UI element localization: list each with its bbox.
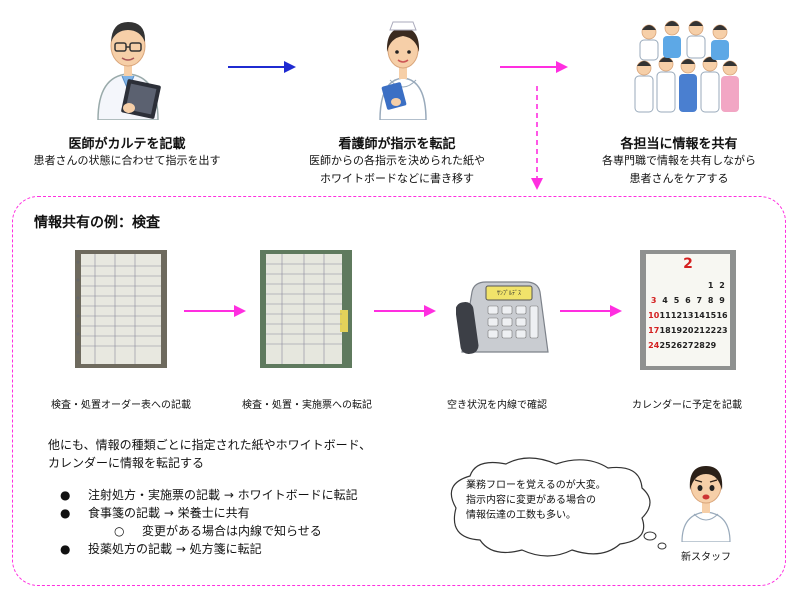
calendar-day: 10 <box>648 311 660 320</box>
caption-phone: 空き状況を内線で確認 <box>447 400 547 411</box>
calendar-day: 19 <box>670 326 683 335</box>
list-item-text: 注射処方・実施票の記載 → ホワイトボードに転記 <box>88 488 358 502</box>
intro-line: 他にも、情報の種類ごとに指定された紙やホワイトボード、 <box>48 438 372 452</box>
sub-bullet-circle: ○ <box>114 524 125 538</box>
bullet-list: ● 注射処方・実施票の記載 → ホワイトボードに転記 ● 食事箋の記載 → 栄養… <box>60 486 400 558</box>
bullet-dot: ● <box>60 488 71 502</box>
new-staff-illustration <box>676 458 736 542</box>
panel-title: 情報共有の例：検査 <box>34 215 160 231</box>
step-doctor: 医師がカルテを記載 患者さんの状態に合わせて指示を出す <box>8 133 246 170</box>
calendar-day: 24 <box>648 341 660 350</box>
list-item: ● 注射処方・実施票の記載 → ホワイトボードに転記 <box>60 486 400 504</box>
calendar-day <box>659 278 670 293</box>
calendar-day: 2 <box>719 281 725 290</box>
calendar-day: 6 <box>685 296 691 305</box>
thought-bubble <box>450 457 667 557</box>
intro-line: カレンダーに情報を転記する <box>48 456 205 470</box>
calendar-day: 15 <box>705 311 717 320</box>
step-team: 各担当に情報を共有 各専門職で情報を共有しながら 患者さんをケアする <box>560 133 798 188</box>
phone-illustration <box>456 272 552 356</box>
thought-line: 指示内容に変更がある場合の <box>466 495 596 506</box>
list-item-text: 食事箋の記載 → 栄養士に共有 <box>88 506 250 520</box>
new-staff-label: 新スタッフ <box>681 552 731 563</box>
step-line: 患者さんをケアする <box>629 172 729 185</box>
list-item: ● 投薬処方の記載 → 処方箋に転記 <box>60 540 400 558</box>
calendar-day: 3 <box>650 296 657 305</box>
example-panel <box>12 196 786 586</box>
bullet-dot: ● <box>60 506 71 520</box>
calendar-day <box>694 278 705 293</box>
record-sheet-photo <box>260 250 352 368</box>
caption-calendar: カレンダーに予定を記載 <box>632 400 742 411</box>
calendar-day: 23 <box>716 326 728 335</box>
calendar-day: 13 <box>682 311 694 320</box>
caption-record-sheet: 検査・処置・実施票への転記 <box>242 400 372 411</box>
calendar-day: 12 <box>670 311 683 320</box>
doctor-illustration <box>88 12 168 120</box>
calendar-day: 14 <box>693 311 705 320</box>
calendar-day: 7 <box>696 296 703 305</box>
sub-list-item-text: 変更がある場合は内線で知らせる <box>142 524 322 538</box>
magenta-arrow-1 <box>184 305 246 317</box>
calendar-day: 17 <box>648 326 660 335</box>
calendar-day: 16 <box>716 311 728 320</box>
calendar-day: 11 <box>659 311 671 320</box>
calendar-day: 18 <box>659 326 671 335</box>
calendar-day <box>648 278 659 293</box>
calendar-day: 25 <box>659 341 671 350</box>
calendar-day: 29 <box>705 341 717 350</box>
order-sheet-photo <box>75 250 167 368</box>
step-line: 患者さんの状態に合わせて指示を出す <box>33 154 221 167</box>
magenta-arrow-down <box>531 86 543 190</box>
calendar-month: 2 <box>683 256 693 272</box>
calendar-day: 26 <box>670 341 683 350</box>
calendar-day: 28 <box>693 341 705 350</box>
calendar-day: 21 <box>693 326 705 335</box>
intro-text: 他にも、情報の種類ごとに指定された紙やホワイトボード、 カレンダーに情報を転記す… <box>48 436 388 472</box>
calendar-day: 5 <box>673 296 680 305</box>
step-line: 医師からの各指示を決められた紙や <box>309 154 485 167</box>
step-title: 各担当に情報を共有 <box>620 137 738 152</box>
bullet-dot: ● <box>60 542 71 556</box>
calendar-day <box>682 278 693 293</box>
list-item: ● 食事箋の記載 → 栄養士に共有 <box>60 504 400 522</box>
step-line: ホワイトボードなどに書き移す <box>320 172 474 185</box>
calendar-day <box>671 278 682 293</box>
medical-team-illustration <box>634 14 740 114</box>
magenta-arrow-3 <box>560 305 622 317</box>
calendar-day: 8 <box>707 296 714 305</box>
calendar-day: 4 <box>662 296 668 305</box>
step-nurse: 看護師が指示を転記 医師からの各指示を決められた紙や ホワイトボードなどに書き移… <box>278 133 516 188</box>
calendar-day: 9 <box>719 296 725 305</box>
step-title: 看護師が指示を転記 <box>338 137 456 152</box>
list-item-text: 投薬処方の記載 → 処方箋に転記 <box>88 542 262 556</box>
calendar-day: 22 <box>705 326 717 335</box>
thought-text: 業務フローを覚えるのが大変。 指示内容に変更がある場合の 情報伝達の工数も多い。 <box>466 478 646 523</box>
thought-line: 情報伝達の工数も多い。 <box>466 510 576 521</box>
blue-arrow <box>228 61 296 73</box>
thought-line: 業務フローを覚えるのが大変。 <box>466 480 606 491</box>
phone-display-text: ｻﾝﾌﾟﾙﾃﾞｽ <box>496 290 521 297</box>
calendar-day: 1 <box>707 281 714 290</box>
calendar-day: 20 <box>682 326 694 335</box>
nurse-illustration <box>368 14 438 120</box>
step-line: 各専門職で情報を共有しながら <box>602 154 756 167</box>
calendar-day: 27 <box>682 341 694 350</box>
magenta-arrow-2 <box>374 305 436 317</box>
sub-list-item: ○ 変更がある場合は内線で知らせる <box>60 522 400 540</box>
magenta-arrow-top <box>500 61 568 73</box>
caption-order-sheet: 検査・処置オーダー表への記載 <box>51 400 191 411</box>
step-title: 医師がカルテを記載 <box>68 137 186 152</box>
calendar-day <box>716 338 727 353</box>
